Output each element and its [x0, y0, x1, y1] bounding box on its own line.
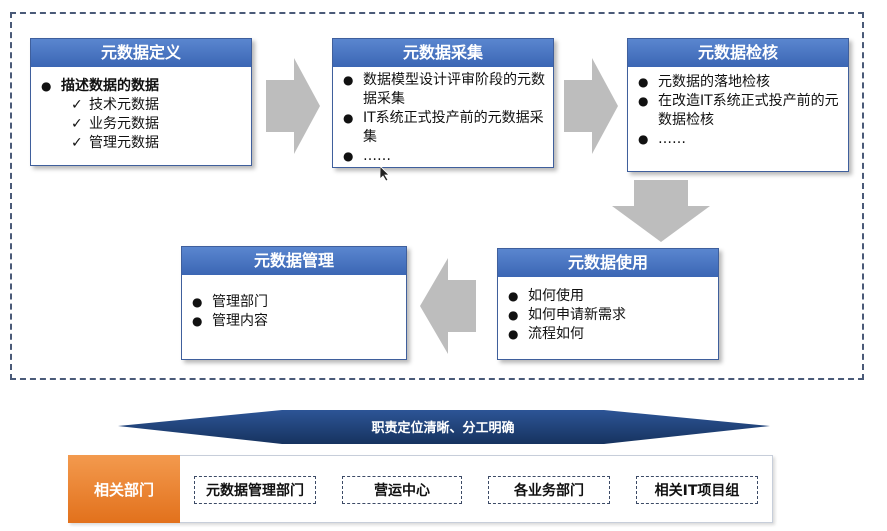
stage-definition-title: 元数据定义 — [31, 39, 251, 67]
department-box: 相关IT项目组 — [636, 476, 758, 504]
stage-check-box: 元数据检核 元数据的落地检核 在改造IT系统正式投产前的元数据检核 …… — [627, 38, 849, 172]
collection-item: 数据模型设计评审阶段的元数据采集 — [341, 71, 545, 109]
responsibility-banner — [118, 410, 770, 444]
mouse-cursor-icon — [380, 166, 390, 182]
stage-check-title: 元数据检核 — [628, 39, 848, 67]
check-item: …… — [636, 130, 840, 149]
flow-arrow-right — [564, 58, 618, 154]
flow-arrow-right — [266, 58, 320, 154]
check-item: 元数据的落地检核 — [636, 73, 840, 92]
collection-item: IT系统正式投产前的元数据采集 — [341, 109, 545, 147]
stage-management-title: 元数据管理 — [182, 247, 406, 275]
stage-collection-title: 元数据采集 — [333, 39, 553, 67]
departments-header: 相关部门 — [68, 455, 180, 523]
department-box: 营运中心 — [342, 476, 462, 504]
usage-item: 如何申请新需求 — [506, 306, 710, 325]
flow-arrow-down — [612, 180, 710, 242]
definition-subitem: 管理元数据 — [39, 134, 243, 153]
definition-subitem: 业务元数据 — [39, 115, 243, 134]
stage-usage-title: 元数据使用 — [498, 249, 718, 277]
collection-item: …… — [341, 147, 545, 166]
process-frame — [10, 12, 864, 380]
usage-item: 如何使用 — [506, 287, 710, 306]
stage-management-box: 元数据管理 管理部门 管理内容 — [181, 246, 407, 360]
flow-arrow-left — [420, 258, 476, 354]
department-box: 各业务部门 — [488, 476, 610, 504]
check-item: 在改造IT系统正式投产前的元数据检核 — [636, 92, 840, 130]
management-item: 管理部门 — [190, 293, 398, 312]
usage-item: 流程如何 — [506, 325, 710, 344]
definition-bullet: 描述数据的数据 — [39, 77, 243, 96]
stage-usage-box: 元数据使用 如何使用 如何申请新需求 流程如何 — [497, 248, 719, 360]
management-item: 管理内容 — [190, 312, 398, 331]
stage-definition-box: 元数据定义 描述数据的数据 技术元数据 业务元数据 管理元数据 — [30, 38, 252, 166]
definition-subitem: 技术元数据 — [39, 96, 243, 115]
banner-label: 职责定位清晰、分工明确 — [371, 421, 515, 436]
stage-collection-box: 元数据采集 数据模型设计评审阶段的元数据采集 IT系统正式投产前的元数据采集 …… — [332, 38, 554, 168]
department-box: 元数据管理部门 — [194, 476, 316, 504]
